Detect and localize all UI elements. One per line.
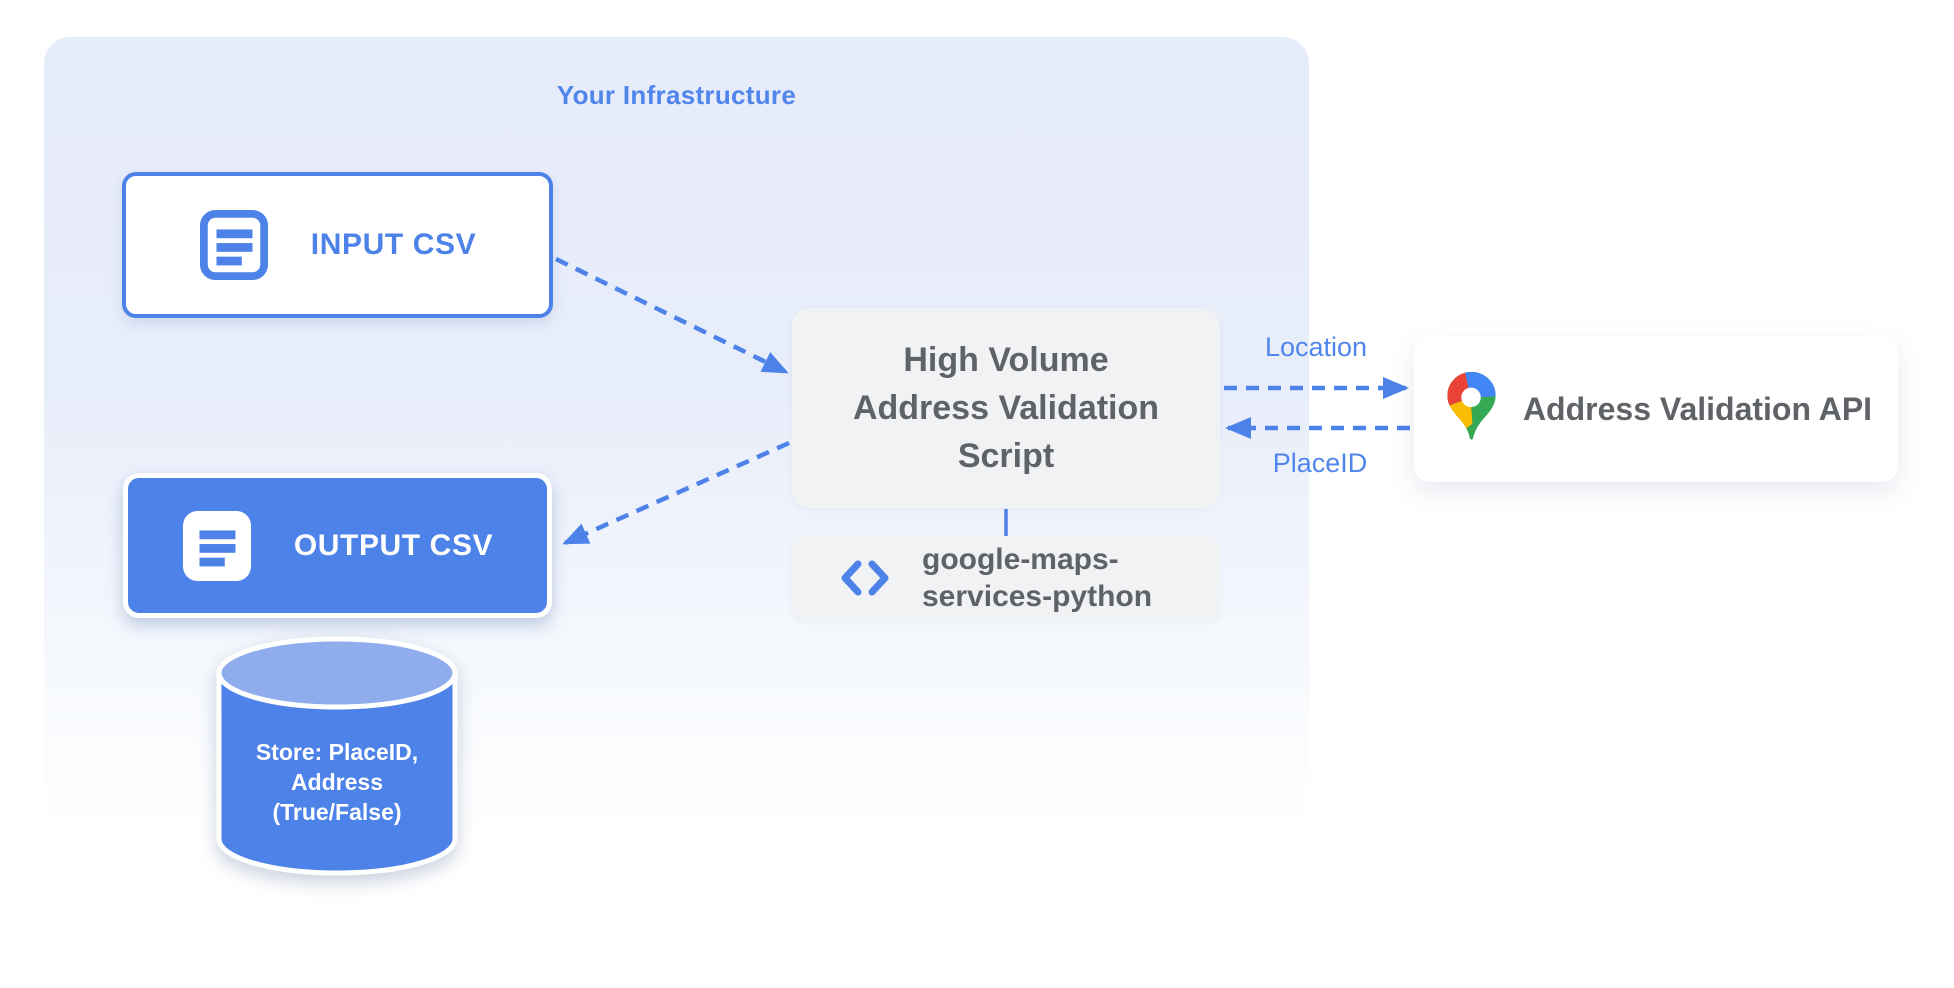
input-csv-label: INPUT CSV bbox=[310, 228, 477, 261]
datastore-label-line1: Store: PlaceID, bbox=[255, 739, 419, 765]
script-label-line1: High Volume bbox=[903, 341, 1109, 379]
input-csv-box: INPUT CSV bbox=[122, 172, 553, 318]
datastore-label-line2: Address bbox=[290, 769, 384, 795]
document-icon bbox=[182, 510, 251, 581]
library-label: google-maps- services-python bbox=[922, 541, 1152, 615]
code-icon bbox=[841, 560, 889, 596]
library-label-line2: services-python bbox=[922, 580, 1153, 613]
script-label-line2: Address Validation bbox=[852, 389, 1160, 427]
location-edge-label: Location bbox=[1264, 332, 1368, 362]
script-box: High Volume Address Validation Script bbox=[792, 308, 1220, 508]
api-box: Address Validation API bbox=[1414, 336, 1898, 482]
api-label: Address Validation API bbox=[1522, 390, 1873, 427]
output-csv-label: OUTPUT CSV bbox=[293, 528, 494, 562]
placeid-edge-label: PlaceID bbox=[1272, 448, 1368, 478]
library-label-line1: google-maps- bbox=[922, 543, 1119, 576]
database-cylinder bbox=[216, 636, 458, 876]
datastore-label-line3: (True/False) bbox=[272, 799, 402, 825]
script-label-line3: Script bbox=[957, 437, 1055, 475]
google-maps-pin-icon bbox=[1447, 371, 1496, 440]
datastore-label: Store: PlaceID, Address (True/False) bbox=[212, 737, 462, 827]
infrastructure-title: Your Infrastructure bbox=[556, 80, 797, 110]
document-icon bbox=[199, 210, 268, 280]
output-csv-box: OUTPUT CSV bbox=[123, 473, 552, 618]
library-box: google-maps- services-python bbox=[792, 536, 1220, 620]
